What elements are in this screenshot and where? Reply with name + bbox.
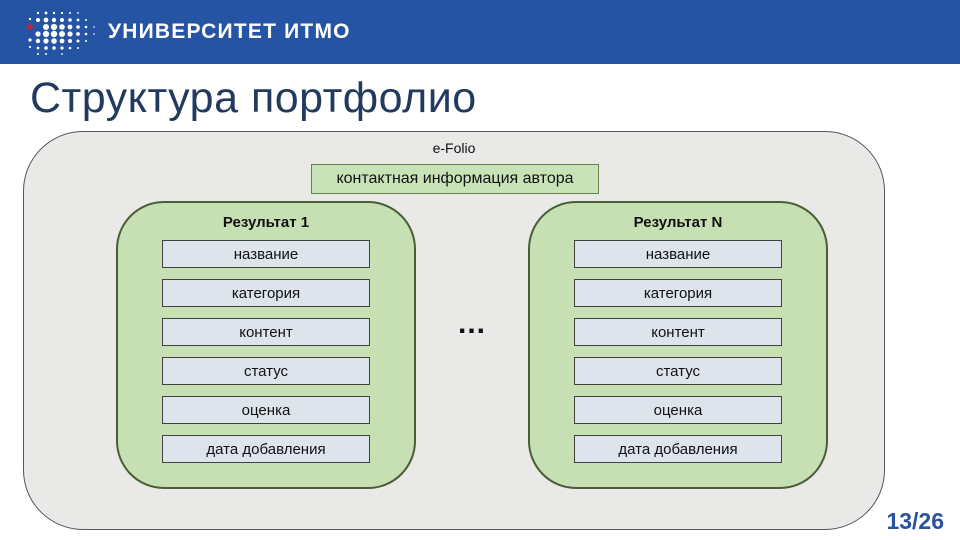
itmo-logo: УНИВЕРСИТЕТ ИТМО — [24, 7, 351, 57]
contact-info-box: контактная информация автора — [311, 164, 599, 194]
efolio-label: e-Folio — [432, 140, 476, 156]
field-box-status: статус — [162, 357, 370, 385]
field-box-category: категория — [574, 279, 782, 307]
ellipsis-between-cards: ... — [457, 307, 486, 340]
field-box-grade: оценка — [162, 396, 370, 424]
field-box-name: название — [162, 240, 370, 268]
field-rows: название категория контент статус оценка… — [574, 240, 782, 463]
field-box-date: дата добавления — [574, 435, 782, 463]
field-box-category: категория — [162, 279, 370, 307]
field-box-content: контент — [574, 318, 782, 346]
result-card-n: Результат N название категория контент с… — [528, 201, 828, 489]
field-box-content: контент — [162, 318, 370, 346]
page-number: 13/26 — [886, 508, 944, 534]
field-box-date: дата добавления — [162, 435, 370, 463]
field-rows: название категория контент статус оценка… — [162, 240, 370, 463]
field-box-status: статус — [574, 357, 782, 385]
page-title: Структура портфолио — [30, 74, 477, 122]
field-box-name: название — [574, 240, 782, 268]
efolio-container: e-Folio контактная информация автора Рез… — [23, 131, 885, 530]
result-card-title: Результат N — [633, 214, 723, 231]
field-box-grade: оценка — [574, 396, 782, 424]
university-name: УНИВЕРСИТЕТ ИТМО — [108, 20, 351, 43]
result-card-title: Результат 1 — [222, 214, 310, 231]
itmo-logo-dots-icon — [27, 11, 95, 55]
header-bar: УНИВЕРСИТЕТ ИТМО — [0, 0, 960, 64]
result-card-1: Результат 1 название категория контент с… — [116, 201, 416, 489]
